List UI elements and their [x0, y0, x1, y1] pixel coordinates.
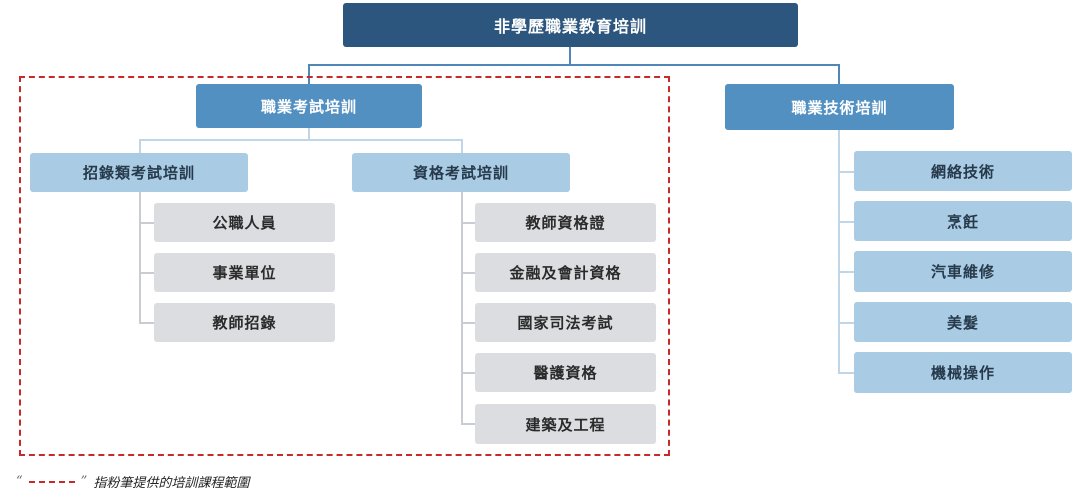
fenbi-scope-region: [19, 76, 670, 456]
leaf-judicial-exam: 國家司法考試: [475, 303, 656, 342]
connector-recruit-leaf: [139, 322, 154, 324]
leaf-cooking: 烹飪: [854, 201, 1072, 241]
connector-root-down: [569, 47, 571, 65]
connector-recruit-leaf: [139, 272, 154, 274]
connector-exam-horizontal: [139, 139, 462, 141]
connector-qual-leaf: [461, 222, 475, 224]
legend-dash-sample: [28, 480, 75, 483]
connector-qual-vertical: [461, 192, 463, 424]
legend-open-quote: “: [16, 474, 23, 489]
connector-qual-leaf: [461, 372, 475, 374]
leaf-medical-nursing: 醫護資格: [475, 353, 656, 392]
root-node: 非學歷職業教育培訓: [343, 3, 798, 47]
connector-qual-leaf: [461, 423, 475, 425]
node-exam-training: 職業考試培訓: [196, 84, 422, 128]
connector-skills-leaf: [838, 221, 854, 223]
leaf-network-technology: 網絡技術: [854, 151, 1072, 191]
leaf-finance-accounting: 金融及會計資格: [475, 253, 656, 292]
leaf-machine-operation: 機械操作: [854, 352, 1072, 393]
connector-skills-leaf: [838, 171, 854, 173]
leaf-construction-engineering: 建築及工程: [475, 404, 656, 444]
connector-exam-up: [308, 64, 310, 84]
connector-skills-leaf: [838, 271, 854, 273]
leaf-civil-servant: 公職人員: [154, 203, 335, 242]
connector-recruit-up: [139, 139, 141, 153]
leaf-teacher-qualification: 教師資格證: [475, 203, 656, 242]
connector-exam-down: [308, 128, 310, 140]
legend-close-quote: ”: [80, 474, 88, 489]
connector-root-horizontal: [308, 64, 840, 66]
connector-recruit-vertical: [139, 192, 141, 323]
node-recruitment-exam: 招錄類考試培訓: [30, 153, 248, 192]
leaf-hairdressing: 美髮: [854, 302, 1072, 342]
connector-recruit-leaf: [139, 222, 154, 224]
leaf-teacher-recruitment: 教師招錄: [154, 303, 335, 342]
connector-skills-up: [838, 64, 840, 84]
connector-qual-up: [461, 139, 463, 153]
connector-skills-leaf: [838, 372, 854, 374]
legend: “ ” 指粉筆提供的培訓課程範圍: [16, 472, 249, 491]
leaf-auto-repair: 汽車維修: [854, 251, 1072, 292]
connector-qual-leaf: [461, 322, 475, 324]
leaf-public-institution: 事業單位: [154, 253, 335, 292]
connector-qual-leaf: [461, 272, 475, 274]
node-qualification-exam: 資格考試培訓: [352, 153, 570, 192]
legend-text: 指粉筆提供的培訓課程範圍: [93, 476, 250, 491]
connector-skills-vertical: [838, 130, 840, 374]
connector-skills-leaf: [838, 322, 854, 324]
node-skills-training: 職業技術培訓: [725, 84, 954, 130]
